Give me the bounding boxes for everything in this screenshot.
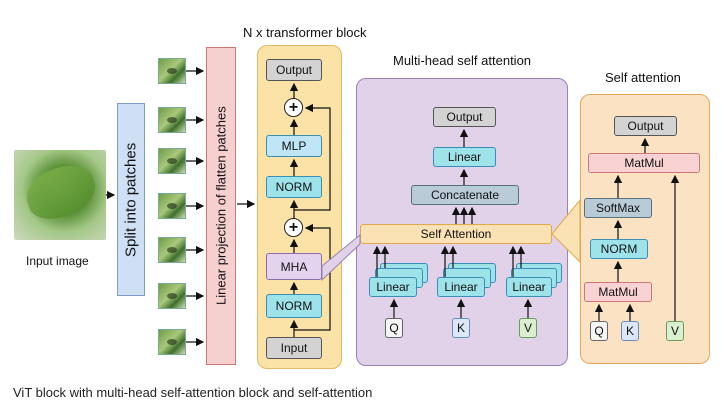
head-2-linear: Linear <box>437 277 485 297</box>
patch-4 <box>158 193 186 219</box>
patch-7 <box>158 329 186 355</box>
mhsa-title: Multi-head self attention <box>393 53 532 68</box>
sa-matmul-bottom: MatMul <box>584 282 652 302</box>
patch-6 <box>158 283 186 309</box>
norm-bottom-box: NORM <box>266 294 322 318</box>
sa-zoom-wedge <box>551 198 581 264</box>
softmax-box: SoftMax <box>584 198 652 218</box>
concatenate-box: Concatenate <box>411 185 519 205</box>
sa-title: Self attention <box>605 70 681 85</box>
mha-zoom-wedge <box>321 233 361 282</box>
head-1-linear: Linear <box>369 277 417 297</box>
norm-top-box: NORM <box>266 176 322 198</box>
mlp-box: MLP <box>266 135 322 157</box>
sa-v-input: V <box>666 321 684 341</box>
sa-output-box: Output <box>614 116 677 136</box>
mhsa-linear-box: Linear <box>433 147 496 167</box>
mhsa-k-input: K <box>452 318 470 338</box>
patch-1 <box>158 58 186 84</box>
patch-2 <box>158 107 186 133</box>
mhsa-output-box: Output <box>433 107 496 127</box>
transformer-output-box: Output <box>266 59 322 81</box>
plus-node-bottom: + <box>284 218 303 237</box>
sa-matmul-top: MatMul <box>588 153 700 173</box>
plus-node-top: + <box>284 98 303 117</box>
sa-k-input: K <box>621 321 639 341</box>
head-3-linear: Linear <box>506 277 552 297</box>
patch-3 <box>158 148 186 174</box>
mhsa-v-input: V <box>519 318 537 338</box>
self-attention-bar: Self Attention <box>360 224 552 244</box>
mhsa-q-input: Q <box>385 318 403 338</box>
figure-caption: ViT block with multi-head self-attention… <box>13 385 373 400</box>
transformer-title: N x transformer block <box>243 25 367 40</box>
residual-top <box>294 103 331 211</box>
patch-5 <box>158 237 186 263</box>
residual-bottom <box>294 223 331 331</box>
input-image-label: Input image <box>26 254 89 268</box>
sa-norm-box: NORM <box>590 239 648 259</box>
sa-q-input: Q <box>590 321 608 341</box>
transformer-input-box: Input <box>266 337 322 359</box>
